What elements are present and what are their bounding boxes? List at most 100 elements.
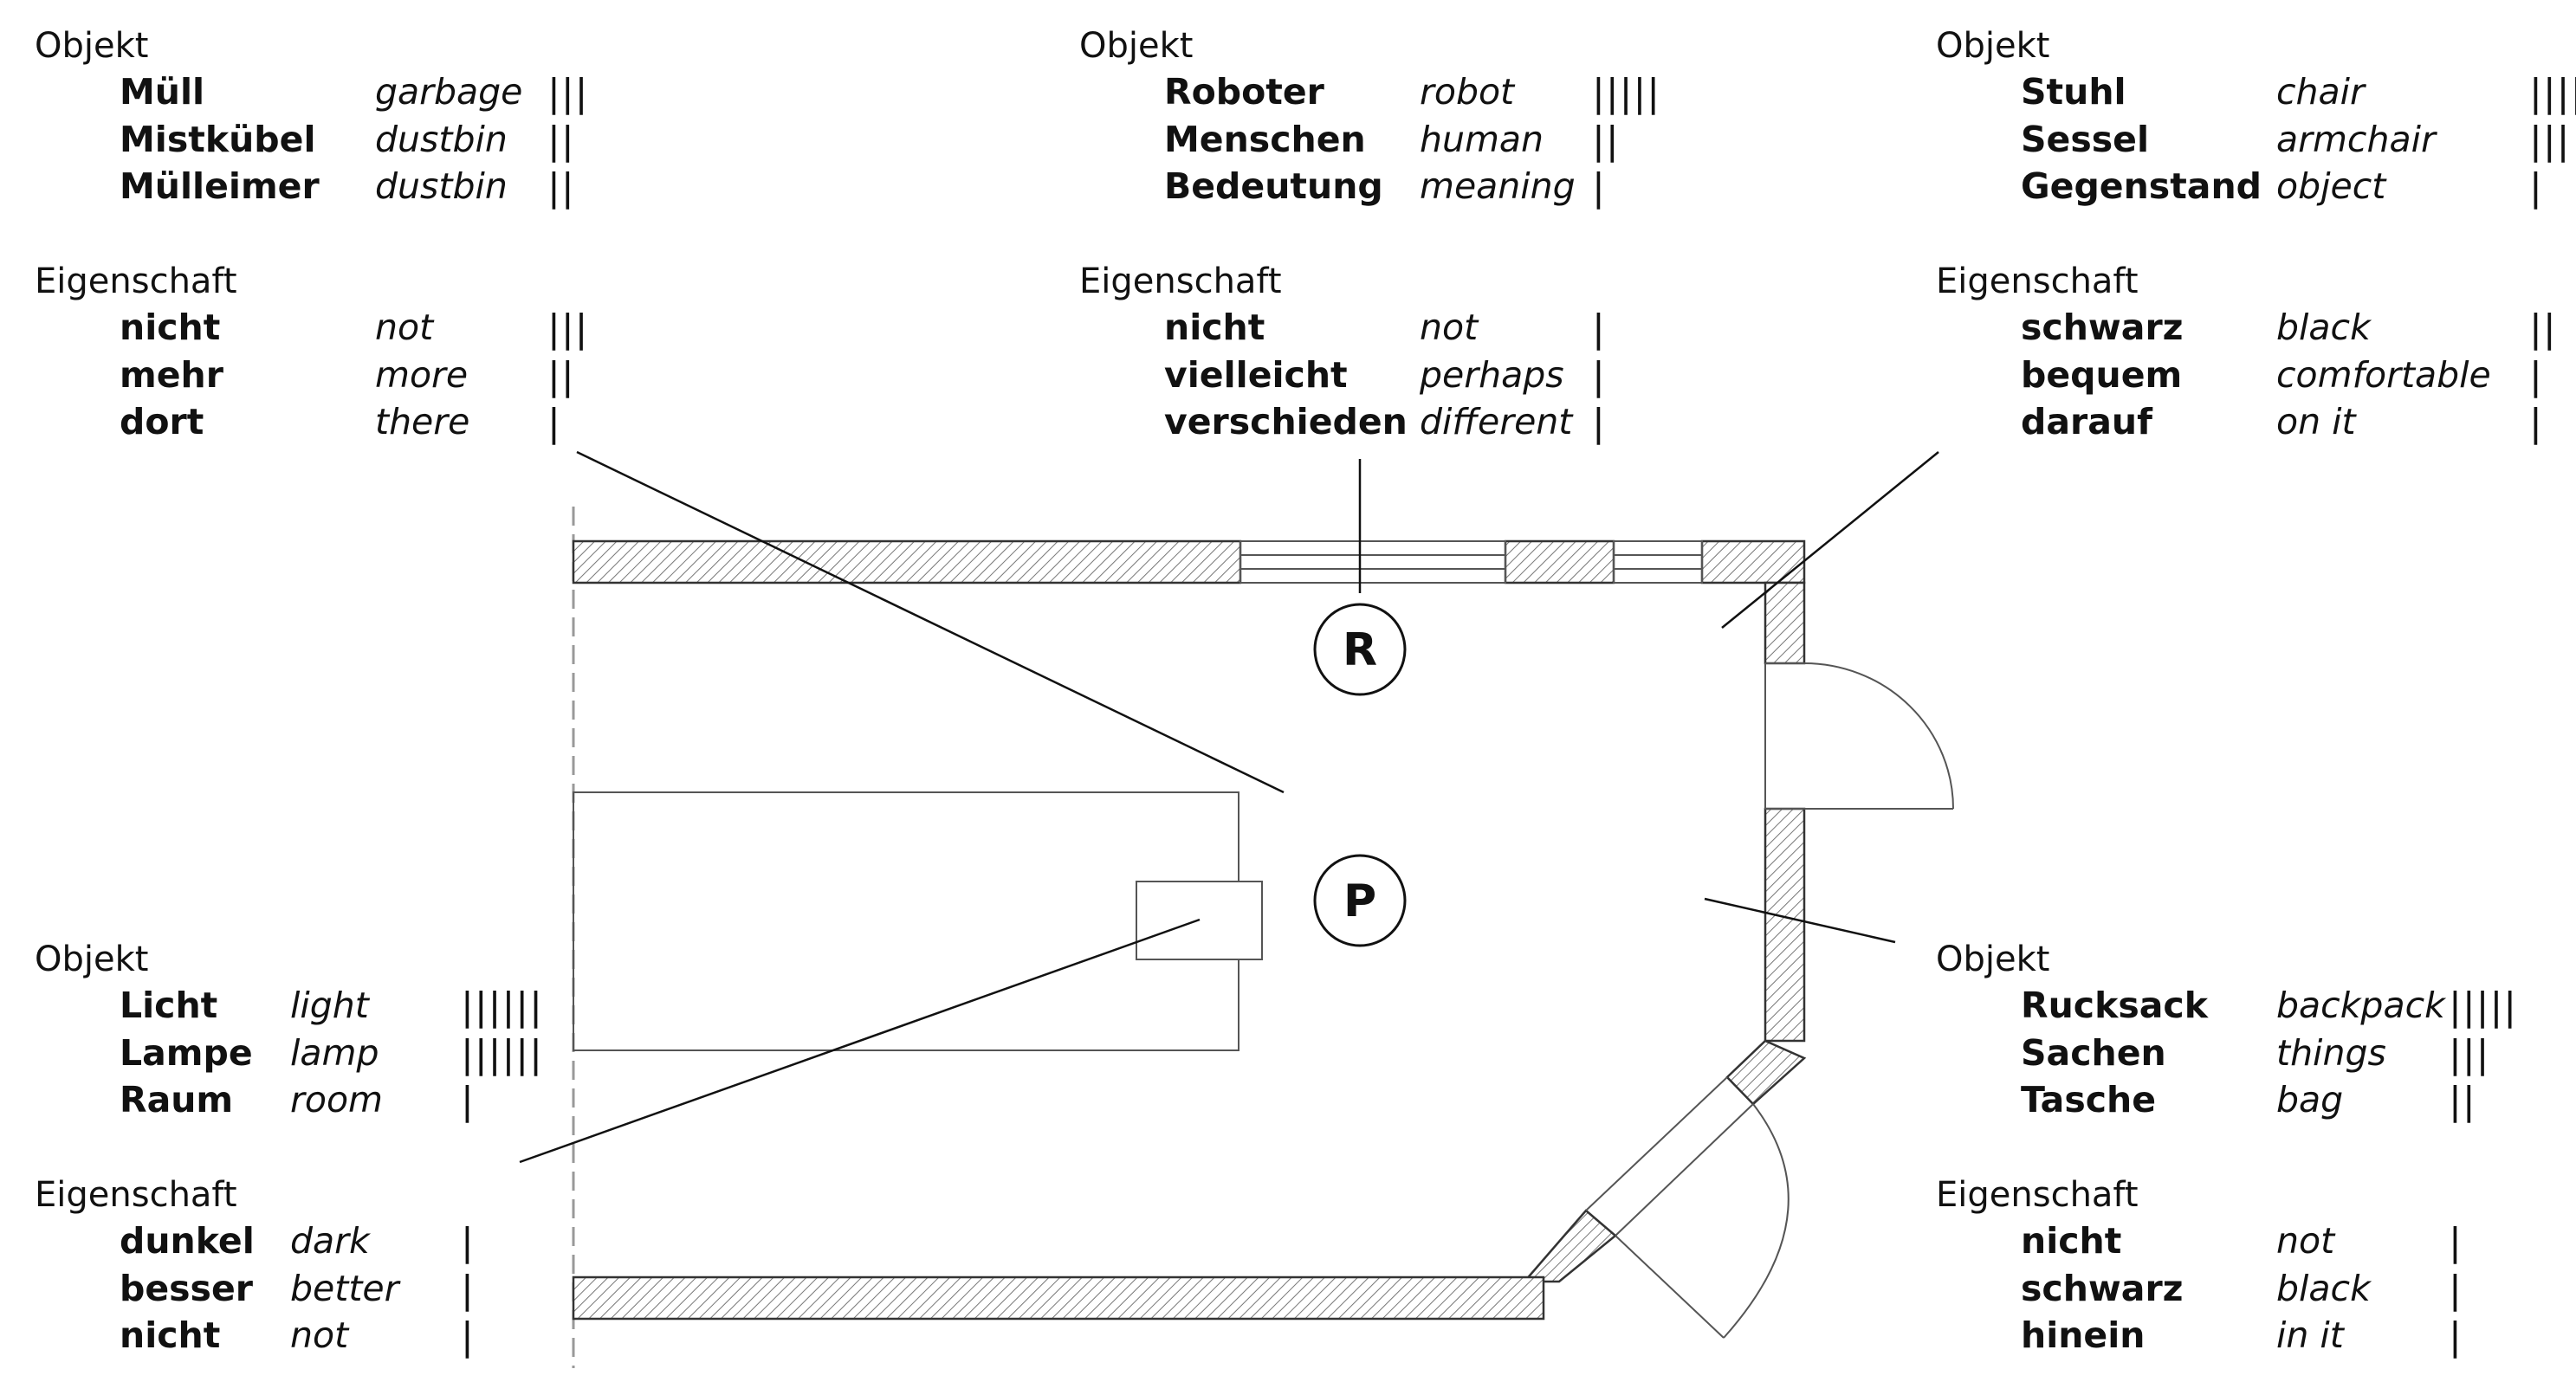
term-translation: more	[375, 353, 469, 396]
term-word: Stuhl	[2021, 71, 2126, 113]
term-word: Sachen	[2021, 1031, 2166, 1074]
leader-lines	[519, 450, 1939, 1164]
leader-top-right	[1721, 451, 1939, 629]
term-word: darauf	[2021, 401, 2152, 442]
tally-marks: |	[2449, 1314, 2463, 1359]
person-marker-label: P	[1343, 875, 1376, 927]
term-translation: room	[290, 1079, 383, 1120]
heading-eigenschaft: Eigenschaft	[1936, 262, 2139, 301]
term-translation: not	[375, 307, 434, 348]
term-word: Mülleimer	[120, 165, 320, 207]
term-word: Rucksack	[2021, 985, 2208, 1026]
term-translation: backpack	[2276, 985, 2445, 1026]
term-translation: bag	[2276, 1079, 2344, 1120]
term-translation: lamp	[290, 1031, 379, 1074]
term-word: Sessel	[2021, 118, 2150, 160]
tally-marks: |	[2529, 401, 2543, 445]
tally-marks: |||	[2529, 118, 2571, 163]
term-word: vielleicht	[1164, 353, 1348, 396]
term-translation: not	[1420, 307, 1479, 348]
term-translation: garbage	[375, 71, 523, 113]
term-word: verschieden	[1164, 401, 1408, 442]
tally-marks: ||	[547, 118, 575, 163]
tally-marks: |	[461, 1079, 475, 1123]
term-word: Menschen	[1164, 118, 1366, 160]
term-word: Bedeutung	[1164, 165, 1383, 207]
top-window-1	[1239, 540, 1506, 584]
tally-marks: |	[461, 1220, 475, 1264]
tally-marks: |	[2449, 1220, 2463, 1264]
term-word: Lampe	[120, 1031, 253, 1074]
term-word: nicht	[2021, 1220, 2122, 1262]
tally-marks: |	[2529, 353, 2543, 398]
heading-eigenschaft: Eigenschaft	[1079, 262, 1282, 301]
term-word: dunkel	[120, 1220, 255, 1262]
term-translation: not	[290, 1314, 349, 1356]
diagonal-door	[1585, 1076, 1790, 1339]
tally-marks: |	[547, 401, 561, 445]
term-translation: on it	[2276, 401, 2356, 442]
term-translation: light	[290, 985, 369, 1026]
term-translation: not	[2276, 1220, 2335, 1262]
term-translation: object	[2276, 165, 2386, 207]
heading-objekt: Objekt	[35, 26, 149, 66]
leader-bottom-right	[1704, 897, 1896, 944]
tally-marks: |||||	[1592, 71, 1661, 115]
tally-marks: |	[1592, 165, 1606, 210]
term-translation: meaning	[1420, 165, 1576, 207]
term-word: nicht	[120, 1314, 221, 1356]
diagonal-wall	[1522, 1039, 1807, 1283]
tally-marks: |	[461, 1314, 475, 1359]
term-word: Gegenstand	[2021, 165, 2262, 207]
term-word: Müll	[120, 71, 205, 113]
term-word: Tasche	[2021, 1079, 2157, 1120]
leader-top-left	[576, 450, 1285, 794]
term-word: besser	[120, 1267, 253, 1309]
right-wall	[1764, 581, 1806, 1043]
tally-marks: ||||||	[461, 985, 543, 1029]
tally-marks: ||	[547, 353, 575, 398]
robot-marker: R	[1313, 603, 1407, 696]
person-marker: P	[1313, 854, 1407, 947]
tally-marks: |	[1592, 401, 1606, 445]
heading-eigenschaft: Eigenschaft	[35, 1175, 237, 1215]
term-word: schwarz	[2021, 1267, 2184, 1309]
top-wall	[572, 539, 1806, 584]
term-translation: better	[290, 1267, 399, 1309]
heading-objekt: Objekt	[1936, 26, 2050, 66]
tally-marks: ||	[2449, 1079, 2476, 1123]
term-word: bequem	[2021, 353, 2183, 396]
term-translation: things	[2276, 1031, 2386, 1074]
term-word: Licht	[120, 985, 218, 1026]
tally-marks: |||	[547, 71, 589, 115]
tally-marks: |	[461, 1267, 475, 1312]
term-translation: human	[1420, 118, 1544, 160]
term-translation: chair	[2276, 71, 2365, 113]
heading-eigenschaft: Eigenschaft	[1936, 1175, 2139, 1215]
term-translation: armchair	[2276, 118, 2436, 160]
tally-marks: ||	[547, 165, 575, 210]
term-translation: perhaps	[1420, 353, 1564, 396]
term-word: nicht	[120, 307, 221, 348]
term-word: Mistkübel	[120, 118, 316, 160]
term-word: Roboter	[1164, 71, 1324, 113]
tally-marks: |||||	[2449, 985, 2518, 1029]
heading-eigenschaft: Eigenschaft	[35, 262, 237, 301]
term-translation: dustbin	[375, 165, 508, 207]
heading-objekt: Objekt	[1079, 26, 1194, 66]
term-word: hinein	[2021, 1314, 2146, 1356]
term-translation: comfortable	[2276, 353, 2491, 396]
term-word: nicht	[1164, 307, 1265, 348]
term-word: dort	[120, 401, 204, 442]
tally-marks: ||	[2529, 307, 2557, 351]
term-translation: different	[1420, 401, 1573, 442]
term-translation: black	[2276, 1267, 2371, 1309]
tally-marks: ||	[1592, 118, 1620, 163]
bottom-wall	[572, 1275, 1545, 1321]
tally-marks: |	[1592, 307, 1606, 351]
heading-objekt: Objekt	[1936, 940, 2050, 979]
tally-marks: |||	[2449, 1031, 2490, 1076]
term-translation: robot	[1420, 71, 1515, 113]
